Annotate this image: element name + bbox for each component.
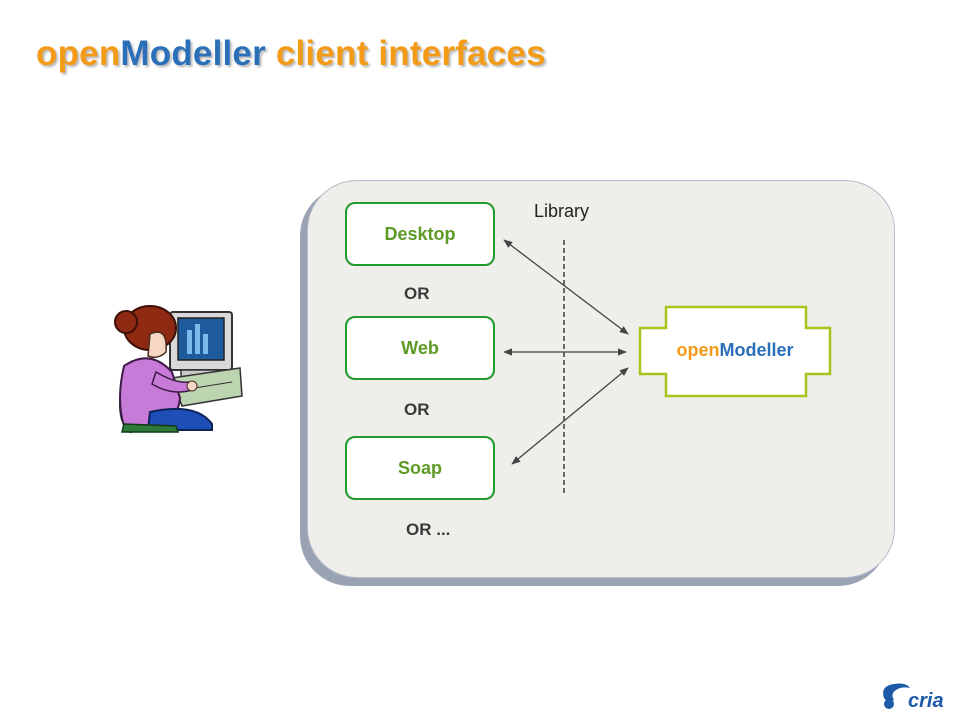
title-open: open bbox=[36, 34, 121, 73]
or-separator-1: OR bbox=[404, 284, 430, 303]
or-separator-3: OR ... bbox=[406, 520, 451, 539]
cria-logo-icon bbox=[883, 683, 910, 709]
arrow-soap-engine bbox=[511, 367, 629, 465]
soap-client-box: Soap bbox=[345, 436, 495, 500]
library-label: Library bbox=[534, 201, 590, 221]
cria-logo-text: cria bbox=[908, 690, 944, 712]
engine-modeller: Modeller bbox=[719, 340, 794, 360]
desktop-client-box: Desktop bbox=[345, 202, 495, 266]
arrow-desktop-engine bbox=[503, 239, 629, 335]
user-at-computer-icon bbox=[114, 305, 243, 434]
title-rest: client interfaces bbox=[265, 34, 546, 73]
engine-shape bbox=[638, 305, 832, 398]
title-modeller: Modeller bbox=[120, 34, 266, 73]
engine-open: open bbox=[676, 340, 720, 360]
web-client-box: Web bbox=[345, 316, 495, 380]
or-separator-2: OR bbox=[404, 400, 430, 419]
page-title: openModeller client interfaces bbox=[36, 34, 546, 74]
openmodeller-engine-label: openModeller bbox=[640, 340, 830, 361]
